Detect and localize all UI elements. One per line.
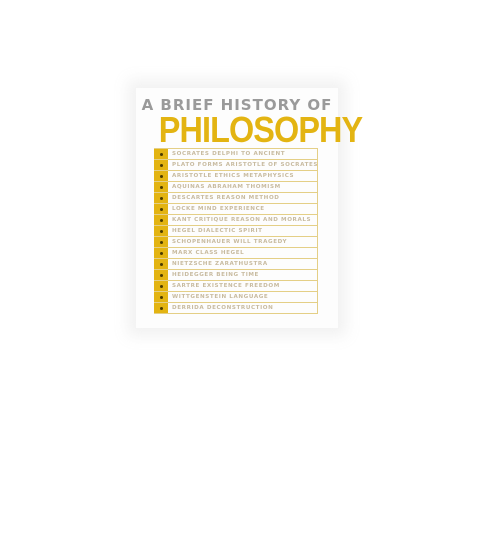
bullet-icon	[154, 160, 168, 170]
list-item: DESCARTES REASON METHOD	[154, 193, 318, 204]
bullet-icon	[154, 237, 168, 247]
bullet-icon	[154, 149, 168, 159]
bullet-icon	[154, 303, 168, 313]
bullet-icon	[154, 292, 168, 302]
list-item: PLATO FORMS ARISTOTLE OF SOCRATES	[154, 160, 318, 171]
list-item: NIETZSCHE ZARATHUSTRA	[154, 259, 318, 270]
bullet-icon	[154, 281, 168, 291]
bullet-icon	[154, 171, 168, 181]
list-item-label: LOCKE MIND EXPERIENCE	[172, 206, 265, 212]
list-item-label: KANT CRITIQUE REASON AND MORALS	[172, 217, 312, 223]
list-item-label: SARTRE EXISTENCE FREEDOM	[172, 283, 280, 289]
bullet-icon	[154, 259, 168, 269]
list-item-label: WITTGENSTEIN LANGUAGE	[172, 294, 269, 300]
list-item-label: SCHOPENHAUER WILL TRAGEDY	[172, 239, 288, 245]
list-item-label: NIETZSCHE ZARATHUSTRA	[172, 261, 268, 267]
list-item: SARTRE EXISTENCE FREEDOM	[154, 281, 318, 292]
list-item-label: PLATO FORMS ARISTOTLE OF SOCRATES	[172, 162, 317, 168]
list-item-label: MARX CLASS HEGEL	[172, 250, 245, 256]
bullet-icon	[154, 248, 168, 258]
bullet-icon	[154, 204, 168, 214]
poster-subtitle: A BRIEF HISTORY OF	[141, 98, 333, 110]
list-item: HEIDEGGER BEING TIME	[154, 270, 318, 281]
list-item-label: DERRIDA DECONSTRUCTION	[172, 305, 274, 311]
list-item-label: HEIDEGGER BEING TIME	[172, 272, 259, 278]
poster-title: PHILOSOPHY	[158, 109, 363, 150]
list-item: LOCKE MIND EXPERIENCE	[154, 204, 318, 215]
list-item: DERRIDA DECONSTRUCTION	[154, 303, 318, 314]
list-item: MARX CLASS HEGEL	[154, 248, 318, 259]
list-item: HEGEL DIALECTIC SPIRIT	[154, 226, 318, 237]
list-item-label: SOCRATES DELPHI TO ANCIENT	[172, 151, 286, 157]
list-item: WITTGENSTEIN LANGUAGE	[154, 292, 318, 303]
bullet-icon	[154, 182, 168, 192]
list-item-label: HEGEL DIALECTIC SPIRIT	[172, 228, 263, 234]
bullet-icon	[154, 226, 168, 236]
philosopher-list: SOCRATES DELPHI TO ANCIENT PLATO FORMS A…	[154, 148, 318, 314]
list-item-label: DESCARTES REASON METHOD	[172, 195, 280, 201]
list-item: KANT CRITIQUE REASON AND MORALS	[154, 215, 318, 226]
list-item: AQUINAS ABRAHAM THOMISM	[154, 182, 318, 193]
list-item-label: ARISTOTLE ETHICS METAPHYSICS	[172, 173, 295, 179]
poster-image: A BRIEF HISTORY OF PHILOSOPHY SOCRATES D…	[136, 88, 363, 328]
list-item: SOCRATES DELPHI TO ANCIENT	[154, 149, 318, 160]
bullet-icon	[154, 193, 168, 203]
list-item: ARISTOTLE ETHICS METAPHYSICS	[154, 171, 318, 182]
list-item: SCHOPENHAUER WILL TRAGEDY	[154, 237, 318, 248]
bullet-icon	[154, 270, 168, 280]
list-item-label: AQUINAS ABRAHAM THOMISM	[172, 184, 281, 190]
bullet-icon	[154, 215, 168, 225]
